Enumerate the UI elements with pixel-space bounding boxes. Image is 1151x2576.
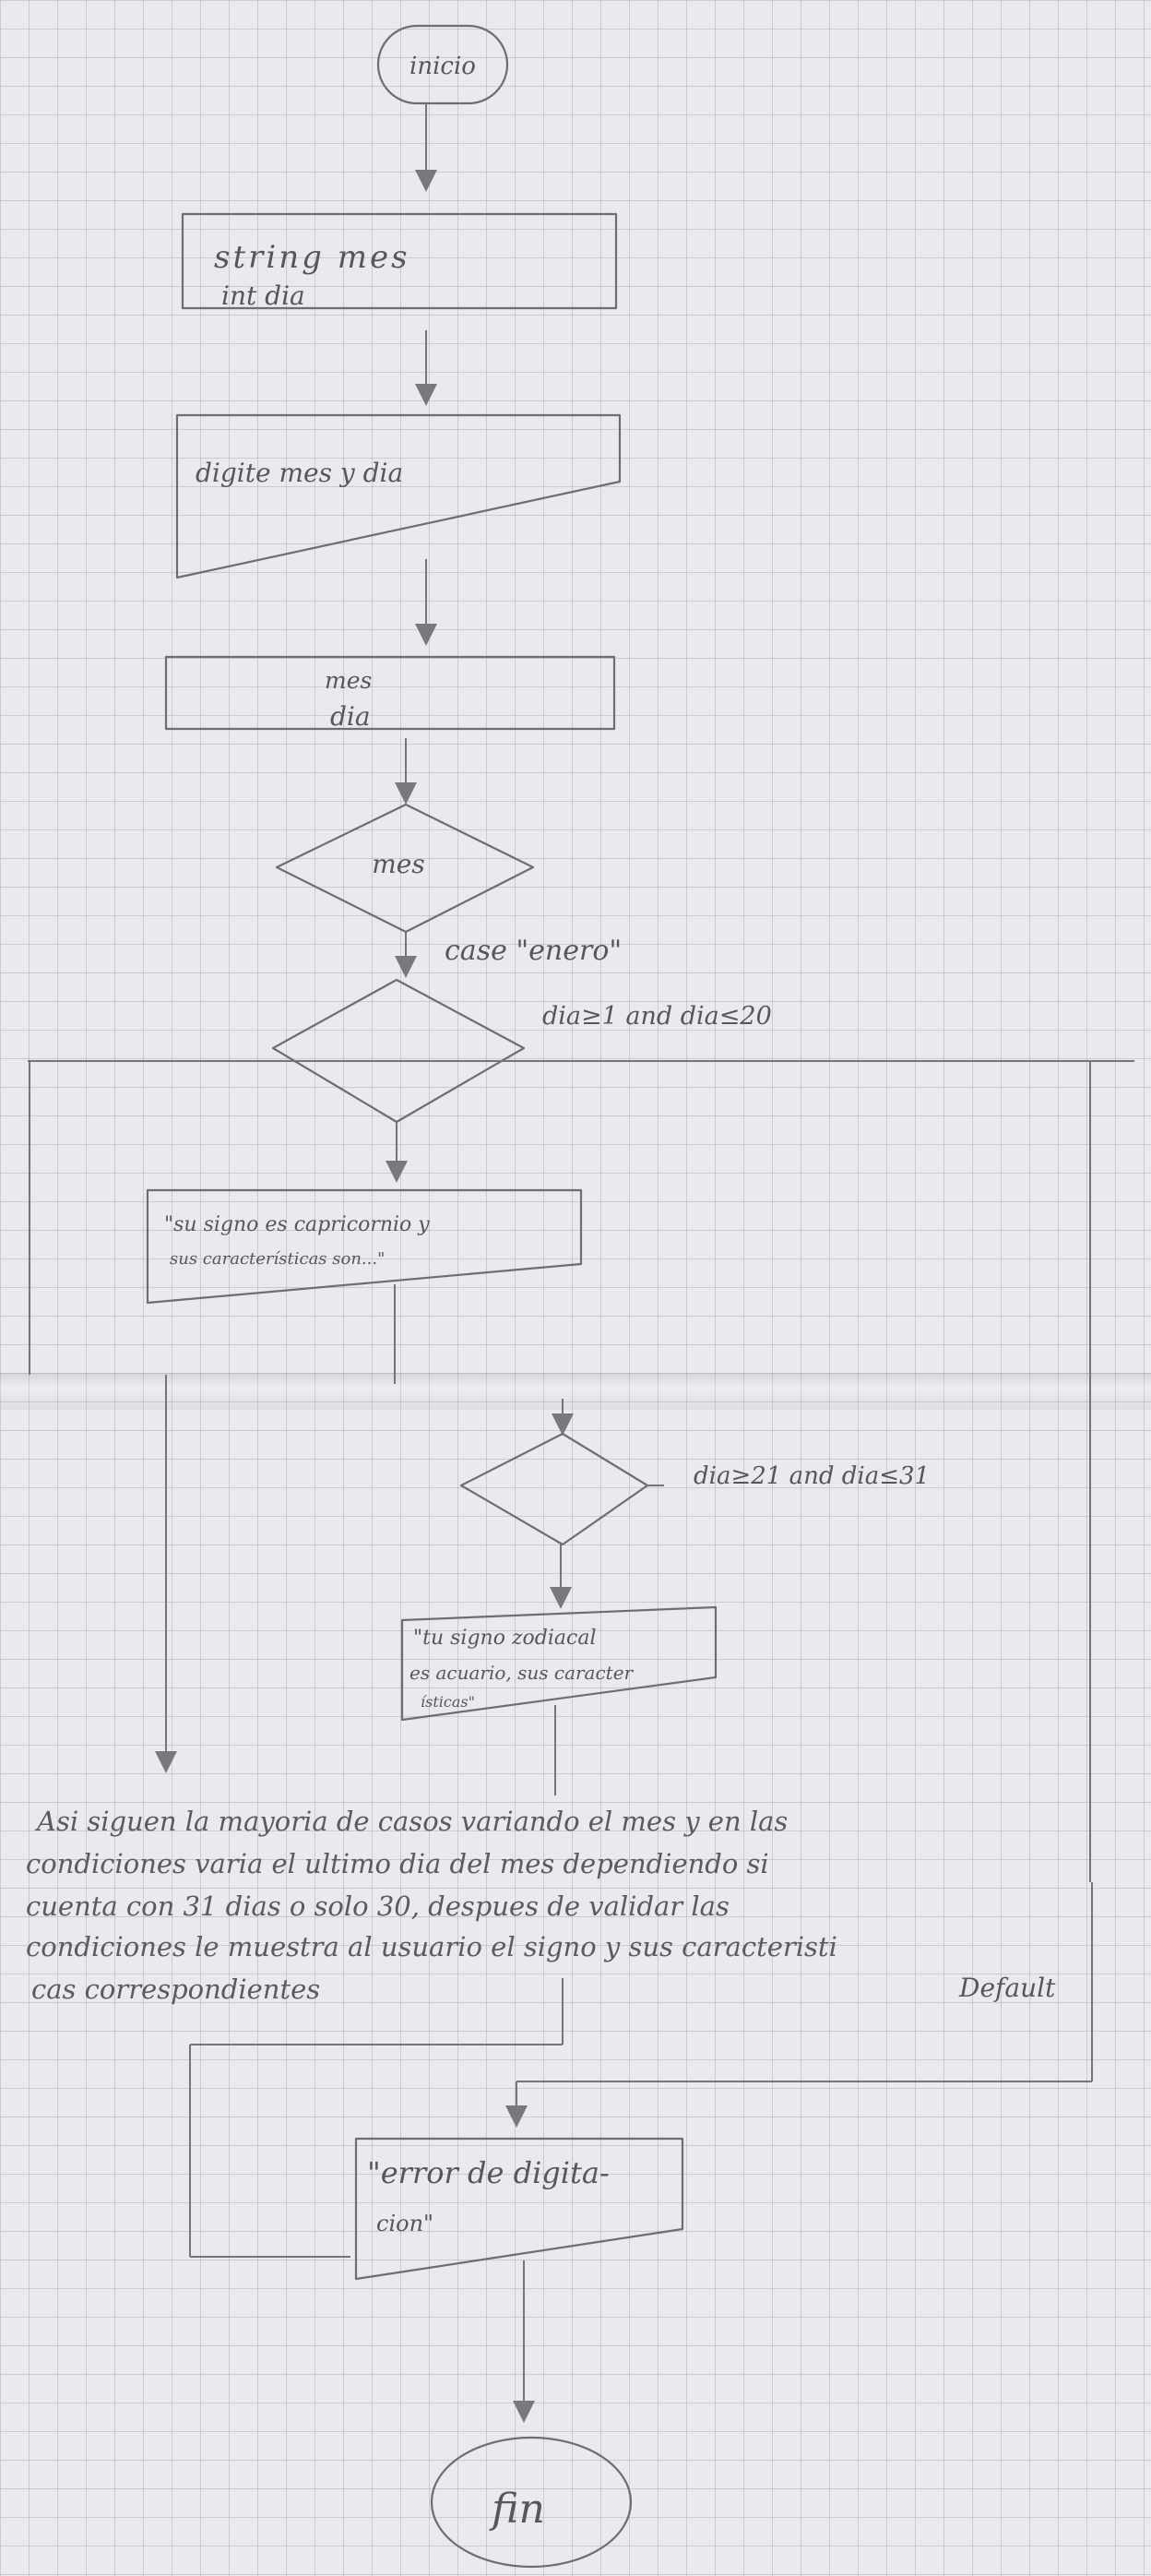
output-1-line-1: "su signo es capricornio y: [164, 1213, 430, 1236]
declaration-box: [181, 212, 618, 310]
switch-label: mes: [372, 849, 425, 879]
note-line-4: condiciones le muestra al usuario el sig…: [26, 1931, 837, 1962]
declaration-line-1: string mes: [214, 239, 410, 276]
end-terminal: [430, 2436, 633, 2569]
output-2-line-2: es acuario, sus caracter: [409, 1662, 635, 1684]
page-seam: [0, 1373, 1151, 1410]
start-label: inicio: [409, 53, 476, 80]
end-label: fin: [489, 2486, 545, 2533]
condition-diamond-2: [459, 1432, 649, 1546]
case-label: case "enero": [445, 935, 622, 967]
input-label: digite mes y dia: [196, 458, 403, 488]
error-line-1: "error de digita-: [367, 2155, 610, 2190]
start-terminal: [376, 24, 509, 105]
declaration-line-2: int dia: [221, 280, 305, 311]
output-1-shape: [146, 1188, 583, 1305]
condition-1-label: dia≥1 and dia≤20: [542, 1002, 772, 1031]
output-2-shape: [400, 1605, 718, 1722]
default-label-text: Default: [958, 1973, 1056, 2003]
error-line-2: cion": [376, 2211, 433, 2236]
note-line-5: cas correspondientes: [31, 1974, 320, 2005]
output-1-line-2: sus características son...": [170, 1249, 385, 1269]
process-box: [164, 655, 616, 731]
condition-diamond-1: [271, 978, 526, 1124]
output-2-line-3: ísticas": [421, 1693, 475, 1711]
process-line-2: dia: [330, 701, 371, 732]
error-output-shape: [354, 2137, 684, 2281]
note-line-3: cuenta con 31 dias o solo 30, despues de…: [26, 1890, 730, 1922]
note-line-2: condiciones varia el ultimo dia del mes …: [26, 1848, 769, 1879]
process-line-1: mes: [325, 667, 372, 694]
condition-2-label: dia≥21 and dia≤31: [694, 1462, 930, 1490]
input-shape: [175, 413, 622, 579]
note-line-1: Asi siguen la mayoria de casos variando …: [34, 1806, 788, 1837]
output-2-line-1: "tu signo zodiacal: [413, 1627, 596, 1650]
